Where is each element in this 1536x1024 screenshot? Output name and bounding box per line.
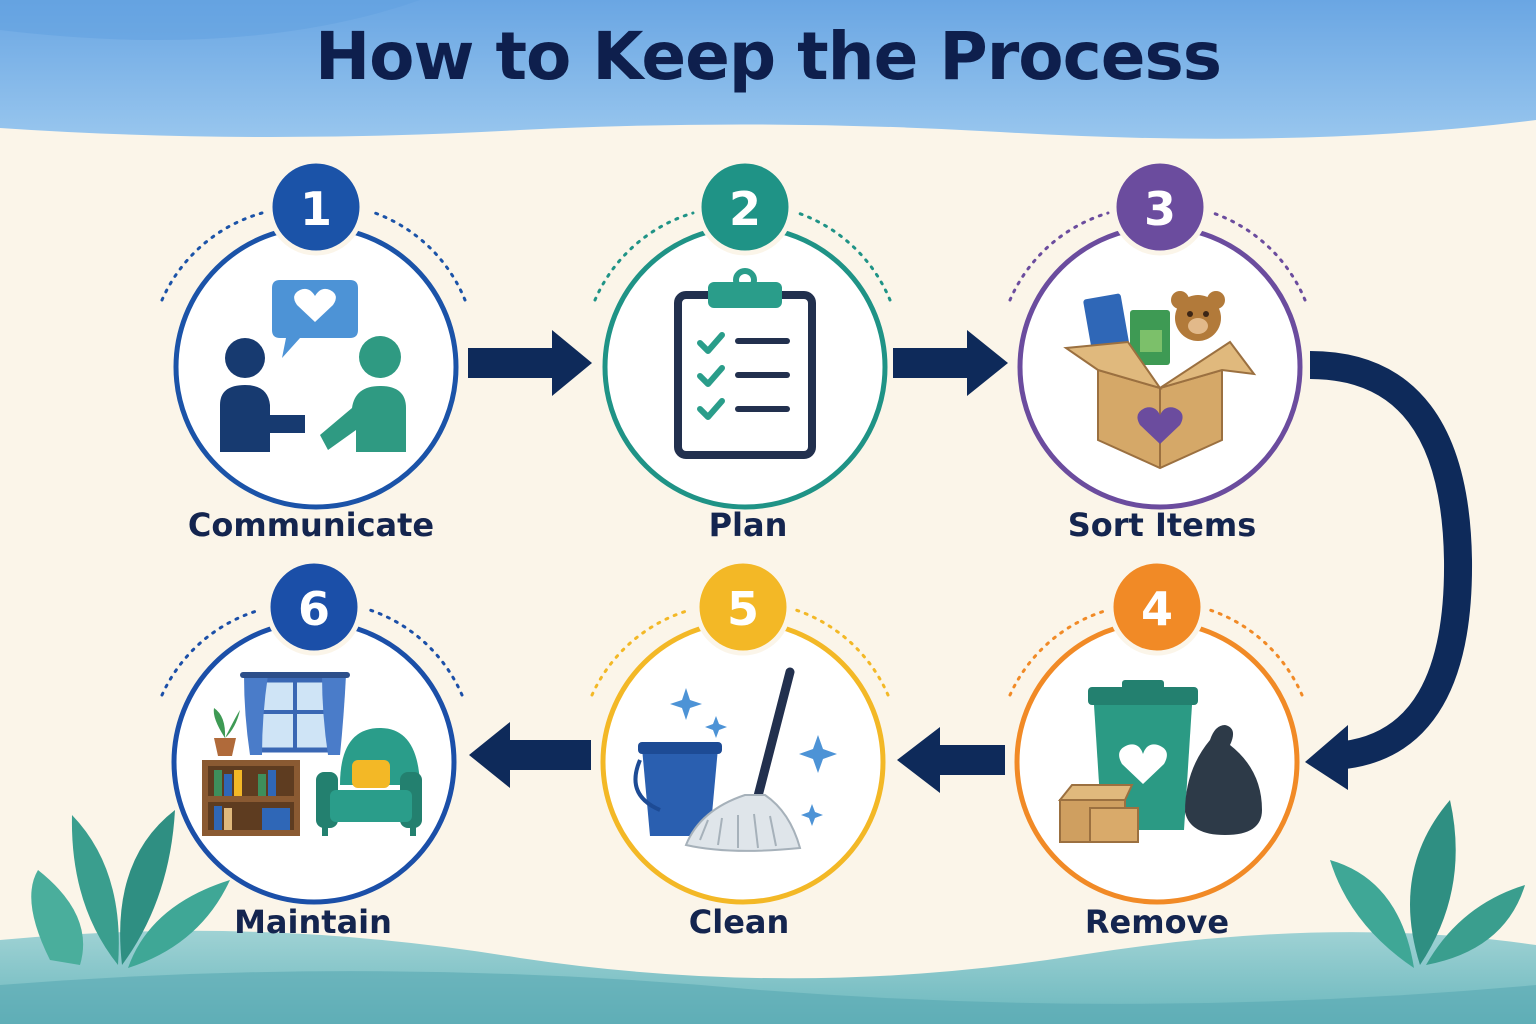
box-with-items-icon: [1063, 291, 1257, 470]
step-2-label: Plan: [708, 506, 788, 544]
step-3: 3: [1008, 158, 1307, 510]
plant-left-icon: [31, 810, 230, 968]
people-talking-heart-icon: [220, 280, 406, 452]
arrow-1-to-2: [468, 330, 592, 396]
step-5-number: 5: [727, 582, 759, 636]
step-5: 5: [590, 558, 890, 905]
step-5-label: Clean: [688, 903, 790, 941]
step-1-number: 1: [300, 182, 332, 236]
step-1-label: Communicate: [187, 506, 435, 544]
footer-wave-dark: [0, 971, 1536, 1024]
step-2: 2: [593, 158, 892, 510]
step-4-number: 4: [1141, 582, 1173, 636]
header-wave: [0, 0, 420, 40]
step-6-label: Maintain: [234, 903, 392, 941]
clipboard-checklist-icon: [674, 268, 816, 459]
header-banner: [0, 0, 1536, 139]
step-3-number: 3: [1144, 182, 1176, 236]
step-4-label: Remove: [1084, 903, 1230, 941]
page-title: How to Keep the Process: [314, 18, 1222, 95]
trash-bin-heart-icon: [1057, 680, 1262, 843]
arrow-3-to-4-curved: [1305, 351, 1473, 790]
step-6: 6: [160, 558, 464, 905]
bucket-mop-icon: [633, 667, 837, 852]
step-1: 1: [160, 158, 467, 510]
step-6-number: 6: [298, 582, 330, 636]
step-3-label: Sort Items: [1067, 506, 1257, 544]
arrow-4-to-5: [897, 727, 1005, 793]
cozy-room-icon: [202, 672, 422, 836]
arrow-5-to-6: [469, 722, 591, 788]
step-2-number: 2: [729, 182, 761, 236]
arrow-2-to-3: [893, 330, 1008, 396]
plant-right-icon: [1330, 800, 1525, 968]
step-4: 4: [1008, 558, 1304, 905]
